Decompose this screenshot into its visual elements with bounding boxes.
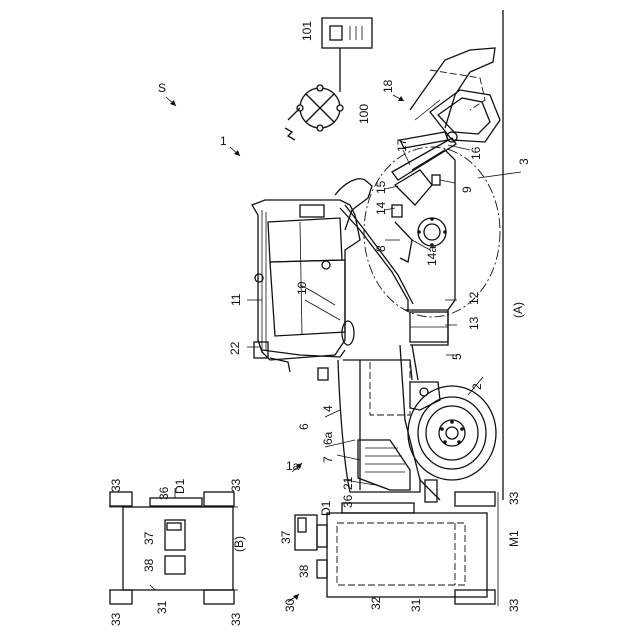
rear-axle-hub — [418, 218, 446, 246]
panel-a-tractor — [252, 10, 503, 502]
label-d1-b: D1 — [173, 478, 187, 494]
label-22: 22 — [228, 341, 242, 355]
label-15: 15 — [374, 180, 388, 194]
label-panel-a: (A) — [511, 302, 525, 318]
panel-b-topview — [109, 488, 238, 604]
label-33-a-bottom: 33 — [507, 598, 521, 612]
label-17: 17 — [395, 138, 409, 152]
label-30: 30 — [283, 598, 297, 612]
label-3: 3 — [517, 158, 531, 165]
label-8: 8 — [374, 245, 388, 252]
label-100: 100 — [357, 104, 371, 124]
label-7: 7 — [321, 456, 335, 463]
rear-wheel-outline — [364, 147, 500, 317]
label-32: 32 — [369, 596, 383, 610]
label-2: 2 — [470, 383, 484, 390]
label-18: 18 — [381, 79, 395, 93]
label-36-b: 36 — [157, 486, 171, 500]
label-6a: 6a — [321, 431, 335, 445]
label-6: 6 — [297, 423, 311, 430]
label-9: 9 — [460, 186, 474, 193]
label-31-b: 31 — [155, 600, 169, 614]
chassis-frame — [405, 310, 448, 345]
label-10: 10 — [295, 281, 309, 295]
label-33-b-bl: 33 — [109, 612, 123, 626]
label-1a: 1a — [286, 459, 300, 473]
label-12: 12 — [467, 291, 481, 305]
label-panel-b: (B) — [232, 536, 246, 552]
label-5: 5 — [450, 353, 464, 360]
label-33-b-tr: 33 — [229, 478, 243, 492]
rear-implement — [410, 48, 500, 142]
label-13: 13 — [467, 316, 481, 330]
label-33-b-tl: 33 — [109, 478, 123, 492]
label-21: 21 — [341, 476, 355, 490]
label-38-a: 38 — [297, 564, 311, 578]
label-4: 4 — [321, 405, 335, 412]
label-37-b: 37 — [142, 531, 156, 545]
label-s: S — [158, 81, 166, 95]
label-101: 101 — [300, 21, 314, 41]
label-d1-a: D1 — [319, 500, 333, 516]
label-14: 14 — [374, 201, 388, 215]
cabin — [252, 200, 360, 360]
direction-arrows — [166, 95, 458, 602]
label-11: 11 — [229, 293, 243, 306]
label-31-a: 31 — [409, 598, 423, 612]
label-16: 16 — [469, 146, 483, 160]
label-1: 1 — [220, 134, 227, 148]
label-37-a: 37 — [279, 530, 293, 544]
label-m1: M1 — [507, 530, 521, 547]
label-36-a: 36 — [341, 494, 355, 508]
labels: S 1 1a 2 3 4 5 6 6a 7 8 9 10 11 12 13 14… — [109, 21, 531, 626]
label-38-b: 38 — [142, 558, 156, 572]
label-33-b-br: 33 — [229, 612, 243, 626]
label-14a: 14a — [425, 246, 439, 266]
front-wheel — [408, 386, 496, 480]
label-33-a-top: 33 — [507, 491, 521, 505]
